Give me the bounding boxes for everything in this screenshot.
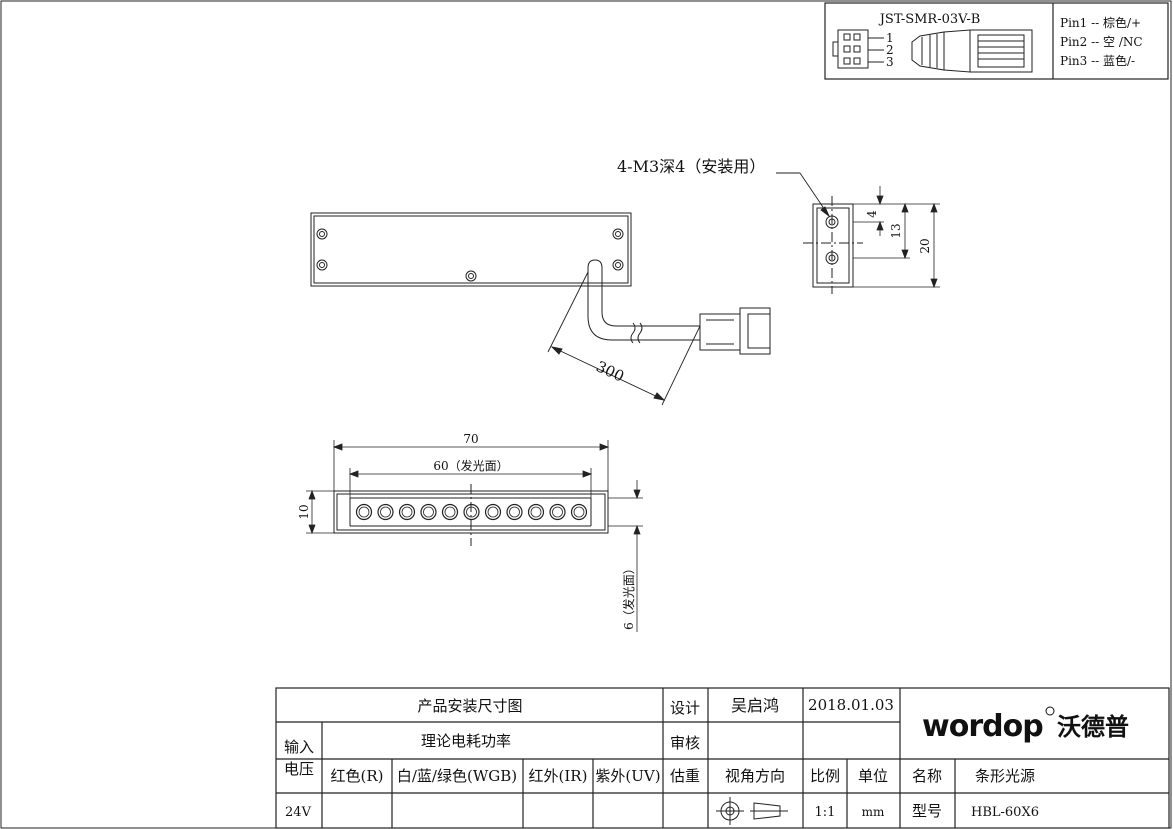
led-emitter [398, 503, 416, 521]
front-emitting-height-label: 6（发光面） [621, 562, 636, 630]
led-emitter [441, 503, 459, 521]
pin3-desc: Pin3 -- 蓝色/- [1060, 54, 1135, 68]
led-emitter [549, 503, 566, 521]
view-direction-label: 视角方向 [725, 767, 785, 785]
led-emitter [570, 503, 588, 521]
uv-header: 紫外(UV) [595, 767, 660, 785]
front-emitting-width-label: 60（发光面） [433, 458, 508, 473]
led-lens [509, 506, 520, 518]
led-lens [573, 506, 585, 518]
unit-label: 单位 [858, 767, 888, 785]
led-lens [552, 506, 563, 518]
drawing-date: 2018.01.03 [808, 696, 894, 714]
red-header: 红色(R) [331, 767, 384, 785]
pin-number-1: 1 [886, 31, 894, 45]
designer-name: 吴启鸿 [731, 696, 779, 715]
unit-value: mm [862, 805, 885, 819]
led-emitter [420, 503, 437, 521]
scale-value: 1:1 [815, 805, 836, 820]
name-label: 名称 [912, 767, 942, 785]
voltage-value: 24V [285, 805, 312, 820]
led-emitter [484, 503, 502, 521]
connector-header-icon [832, 29, 884, 69]
led-lens [444, 506, 456, 518]
side-dimensions [853, 186, 940, 289]
design-label: 设计 [670, 699, 700, 717]
led-emitter [527, 503, 545, 521]
led-emitter [377, 503, 394, 521]
connector-plug-icon [911, 29, 1033, 73]
power-label: 理论电耗功率 [421, 732, 511, 750]
led-emitter [355, 503, 373, 521]
pin-number-3: 3 [886, 55, 894, 69]
weight-label: 估重 [670, 767, 700, 785]
led-lens [530, 506, 542, 518]
connector-box: JST-SMR-03V-B 1 2 3 [824, 2, 1169, 80]
front-dimensions [306, 440, 643, 632]
logo-cn: 沃德普 [1057, 713, 1129, 741]
side-dim-20: 20 [918, 238, 932, 253]
led-lens [401, 506, 413, 518]
wgb-header: 白/蓝/绿色(WGB) [397, 767, 517, 785]
cable-length-label: 300 [593, 357, 627, 385]
side-dim-4: 4 [865, 210, 879, 218]
top-view [310, 212, 771, 355]
mount-hole-label: 4-M3深4（安装用） [617, 157, 765, 176]
drawing-title: 产品安装尺寸图 [417, 697, 522, 715]
name-value: 条形光源 [975, 767, 1035, 785]
front-width-label: 70 [463, 432, 478, 446]
led-lens [487, 506, 499, 518]
projection-symbol-icon [716, 797, 788, 825]
pin1-desc: Pin1 -- 棕色/+ [1060, 15, 1141, 30]
led-lens [423, 506, 434, 518]
logo-registered-mark [1045, 706, 1055, 716]
led-lens [358, 506, 370, 518]
scale-label: 比例 [810, 767, 840, 785]
led-row [355, 503, 588, 521]
side-view [803, 196, 863, 294]
front-height-label: 10 [297, 504, 311, 519]
input-voltage-label-2: 电压 [284, 760, 314, 778]
led-emitter [463, 503, 480, 521]
side-dim-13: 13 [889, 223, 903, 238]
pin-number-2: 2 [886, 43, 894, 57]
connector-model: JST-SMR-03V-B [878, 12, 981, 27]
led-lens [380, 506, 391, 518]
logo-latin: wordop [922, 709, 1043, 744]
input-voltage-label-1: 输入 [284, 738, 314, 756]
model-label: 型号 [912, 802, 942, 820]
ir-header: 红外(IR) [529, 767, 588, 785]
pin2-desc: Pin2 -- 空 /NC [1060, 35, 1143, 49]
wordop-logo: wordop 沃德普 [922, 706, 1129, 744]
cable-length-dimension [547, 271, 701, 406]
mount-hole-leader [776, 172, 831, 218]
led-lens [466, 506, 477, 518]
model-value: HBL-60X6 [971, 805, 1039, 820]
front-view [333, 484, 609, 546]
title-block [275, 687, 1170, 829]
review-label: 审核 [670, 734, 700, 752]
led-emitter [506, 503, 523, 521]
